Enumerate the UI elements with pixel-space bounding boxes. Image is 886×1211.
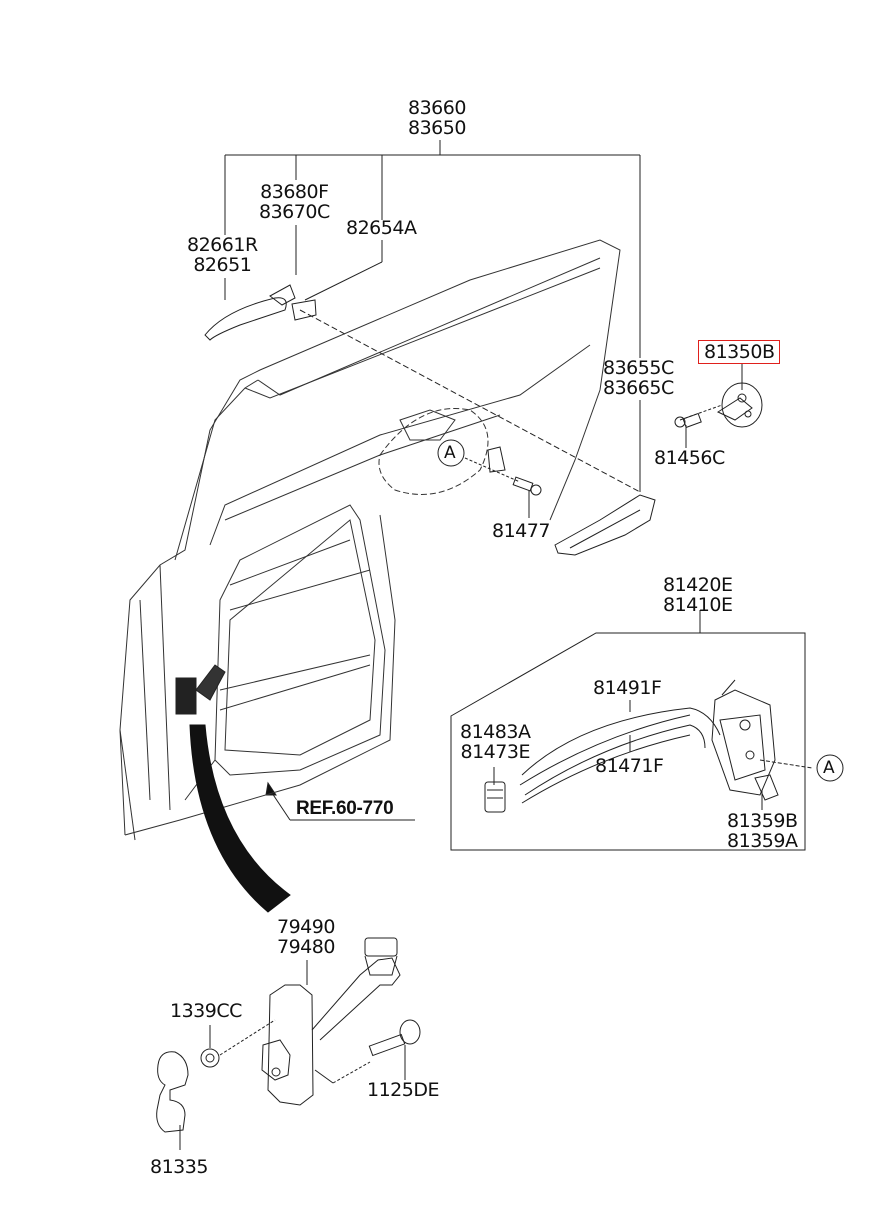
label-striker-screw: 81456C	[654, 448, 725, 468]
reference-link[interactable]: REF.60-770	[296, 798, 394, 819]
marker-letter: A	[444, 443, 456, 463]
label-cap: 81335	[150, 1157, 208, 1177]
part-number: 81410E	[663, 594, 733, 616]
cap-part	[156, 1051, 189, 1133]
part-number: 81477	[492, 520, 550, 542]
outside-handle-part	[204, 284, 317, 341]
part-number: 81471F	[595, 755, 664, 777]
part-number: 83665C	[603, 377, 674, 399]
marker-a-text-1: A	[444, 443, 456, 463]
part-number: 82654A	[346, 217, 417, 239]
label-lock-screw: 81477	[492, 521, 550, 541]
label-cable-upper: 81491F	[593, 677, 662, 699]
part-number: 81420E	[663, 574, 733, 596]
part-number: 83660	[408, 97, 466, 119]
part-number: 1125DE	[367, 1079, 440, 1101]
marker-a-lock-assembly	[816, 754, 844, 782]
label-clip: 81483A 81473E	[460, 721, 531, 763]
part-number: 83680F	[260, 181, 329, 203]
part-number: 82661R	[187, 234, 258, 256]
lock-cables-part	[519, 707, 721, 804]
part-number: 83650	[408, 117, 466, 139]
part-number: 81359B	[727, 810, 798, 832]
striker-screw-part	[674, 412, 702, 429]
label-handle-pad: 82654A	[346, 217, 417, 239]
label-lock-assembly: 81420E 81410E	[663, 574, 733, 616]
part-number: 83655C	[603, 357, 674, 379]
part-number: 81456C	[654, 447, 725, 469]
part-number: 82651	[193, 254, 252, 276]
label-handle-assembly: 83660 83650	[408, 98, 466, 138]
checker-mount	[175, 677, 197, 715]
label-cable-lower: 81471F	[595, 755, 664, 777]
part-number: 81483A	[460, 721, 531, 743]
handle-bracket-part	[554, 494, 656, 556]
leader-lines	[179, 140, 813, 1150]
part-number: 81359A	[727, 830, 798, 852]
part-number: 1339CC	[170, 1000, 242, 1022]
clip-part	[484, 781, 506, 813]
checker-pointer	[189, 724, 291, 913]
lock-screw-part	[487, 446, 542, 496]
label-lock-actuator: 81359B 81359A	[727, 810, 798, 852]
label-nut: 1339CC	[170, 1001, 242, 1021]
label-bolt: 1125DE	[367, 1079, 440, 1101]
marker-a-text-2: A	[823, 758, 835, 778]
striker-part	[716, 382, 763, 428]
nut-part	[200, 1048, 220, 1068]
actuator-part	[754, 774, 779, 801]
bolt-part	[368, 1019, 421, 1057]
part-number: 81473E	[460, 741, 531, 763]
part-number: 79480	[277, 936, 335, 958]
marker-letter: A	[823, 758, 835, 778]
checker-bracket	[195, 664, 226, 701]
label-handle-bracket: 83655C 83665C	[603, 358, 674, 398]
part-number: 83670C	[259, 201, 330, 223]
highlighted-part-number: 81350B	[698, 340, 781, 364]
door-frame	[119, 239, 621, 841]
marker-a-lock-screw	[437, 439, 465, 467]
part-number: 81335	[150, 1156, 208, 1178]
checker-part	[261, 937, 401, 1106]
reference-label[interactable]: REF.60-770	[296, 798, 394, 819]
lock-assembly-part	[711, 679, 776, 796]
label-striker: 81350B	[698, 340, 781, 364]
label-handle-cover: 83680F 83670C	[259, 182, 330, 222]
part-number: 79490	[277, 916, 335, 938]
ref-arrow-icon	[265, 781, 277, 796]
part-number: 81491F	[593, 677, 662, 699]
label-outside-handle: 82661R 82651	[187, 235, 258, 275]
label-checker: 79490 79480	[277, 917, 335, 957]
